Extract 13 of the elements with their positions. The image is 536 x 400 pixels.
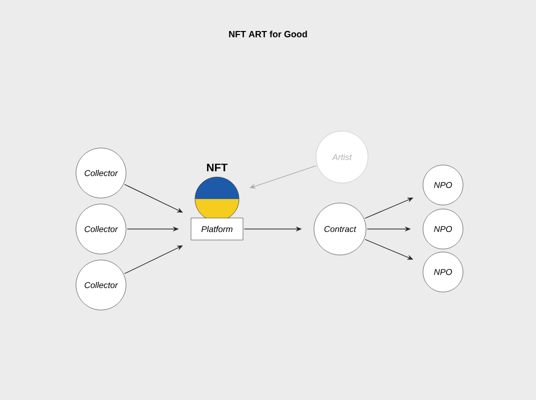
circle-node: NPO: [422, 208, 464, 250]
process-box: Platform: [190, 218, 244, 240]
node-label: NFT: [207, 164, 228, 172]
circle-node: Collector: [76, 204, 126, 254]
arrow: [124, 184, 183, 213]
circle-node: Collector: [76, 260, 126, 310]
title: NFT ART for Good: [229, 30, 307, 38]
circle-node: Artist: [316, 130, 368, 184]
circle-node: Contract: [314, 202, 366, 256]
arrow: [124, 245, 183, 274]
circle-node: Collector: [76, 148, 126, 198]
circle-node: NPO: [422, 164, 464, 206]
circle-node: NPO: [422, 252, 464, 292]
